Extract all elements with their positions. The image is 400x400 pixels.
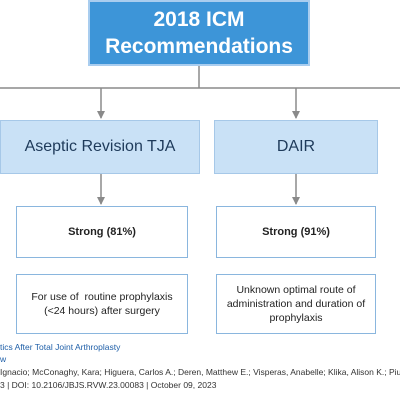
branch-label-dair: DAIR (276, 138, 316, 155)
title-box: 2018 ICM Recommendations (88, 0, 310, 66)
detail-aseptic-line-1: For use of routine prophylaxis (31, 291, 173, 303)
title-line-1: 2018 ICM (153, 8, 245, 31)
citation-footer: tics After Total Joint Arthroplasty w Ig… (0, 341, 400, 400)
citation-article-title[interactable]: tics After Total Joint Arthroplasty (0, 342, 121, 352)
branch-label-aseptic: Aseptic Revision TJA (24, 138, 176, 155)
detail-box-dair: Unknown optimal route of administration … (216, 274, 376, 334)
citation-authors: Ignacio; McConaghy, Kara; Higuera, Carlo… (0, 367, 400, 377)
title-line-2: Recommendations (105, 35, 293, 58)
detail-box-aseptic: For use of routine prophylaxis (<24 hour… (16, 274, 188, 334)
citation-doi: 3 | DOI: 10.2106/JBJS.RVW.23.00083 | Oct… (0, 380, 217, 390)
strength-label-aseptic: Strong (81%) (68, 226, 136, 238)
detail-dair-line-3: prophylaxis (269, 312, 323, 324)
branch-box-aseptic-revision: Aseptic Revision TJA (0, 120, 200, 174)
strength-box-aseptic: Strong (81%) (16, 206, 188, 258)
citation-journal[interactable]: w (0, 354, 7, 364)
detail-aseptic-line-2: (<24 hours) after surgery (44, 305, 160, 317)
strength-box-dair: Strong (91%) (216, 206, 376, 258)
detail-dair-line-1: Unknown optimal route of (236, 284, 356, 296)
branch-box-dair: DAIR (214, 120, 378, 174)
detail-dair-line-2: administration and duration of (226, 298, 366, 310)
strength-label-dair: Strong (91%) (262, 226, 330, 238)
